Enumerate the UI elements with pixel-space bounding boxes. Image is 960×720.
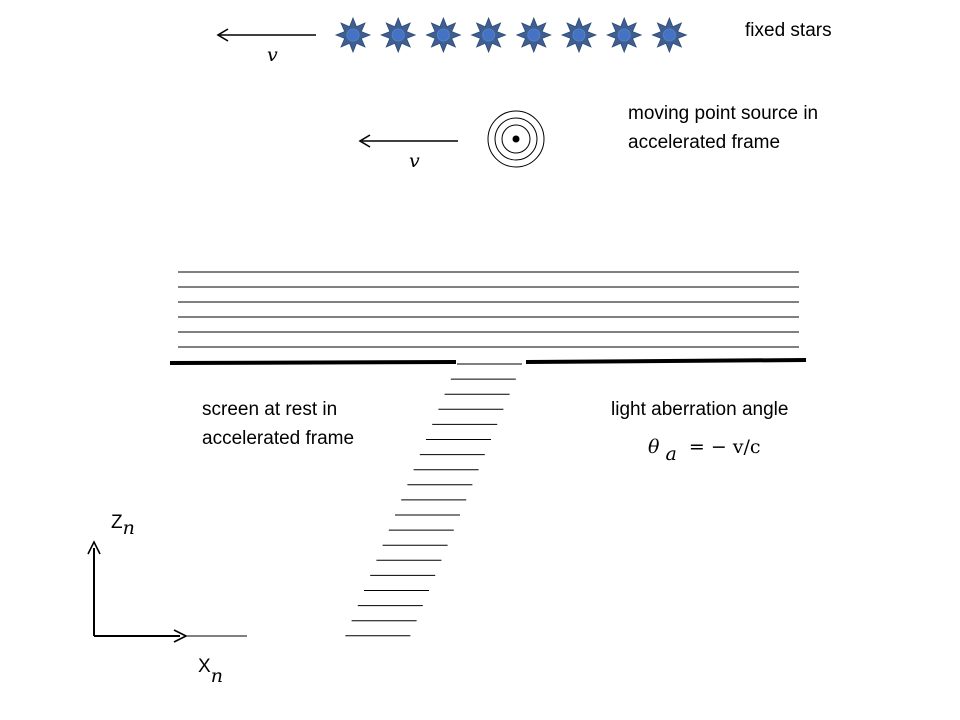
z-axis-label: Zn	[111, 508, 135, 539]
coordinate-axes	[87, 540, 247, 643]
incoming-light-lines	[178, 271, 799, 348]
aberration-formula: θ a = − v/c	[648, 436, 761, 465]
star-icon	[560, 16, 598, 54]
star-icon	[425, 16, 462, 54]
stars-velocity-label: v	[267, 44, 278, 66]
fixed-stars-label: fixed stars	[745, 20, 832, 41]
x-axis-subscript: n	[210, 665, 223, 687]
screen-label-line2: accelerated frame	[202, 428, 355, 449]
star-icon	[606, 16, 643, 54]
source-label-line1: moving point source in	[628, 103, 819, 124]
aberrated-light-beam	[345, 363, 522, 637]
source-velocity-label: v	[409, 150, 420, 172]
z-axis-subscript: n	[122, 517, 135, 539]
screen	[169, 358, 807, 365]
moving-point-source-icon	[487, 110, 545, 168]
screen-label-line1: screen at rest in	[202, 399, 338, 420]
x-axis-label: Xn	[198, 652, 223, 687]
stars-velocity-arrow	[216, 28, 316, 42]
source-velocity-arrow	[358, 134, 458, 148]
x-axis-letter: X	[198, 656, 211, 677]
formula-rest: = − v/c	[688, 436, 761, 458]
z-axis-letter: Z	[111, 512, 123, 533]
star-icon	[380, 16, 417, 54]
aberration-title: light aberration angle	[611, 399, 789, 420]
star-icon	[334, 16, 372, 54]
z-axis-arrowhead	[87, 540, 101, 555]
formula-subscript: a	[665, 443, 677, 465]
star-icon	[515, 16, 552, 54]
star-icon	[470, 16, 507, 54]
fixed-stars-row	[334, 16, 688, 54]
star-icon	[651, 16, 688, 54]
source-label-line2: accelerated frame	[628, 132, 781, 153]
formula-theta: θ	[648, 436, 660, 458]
